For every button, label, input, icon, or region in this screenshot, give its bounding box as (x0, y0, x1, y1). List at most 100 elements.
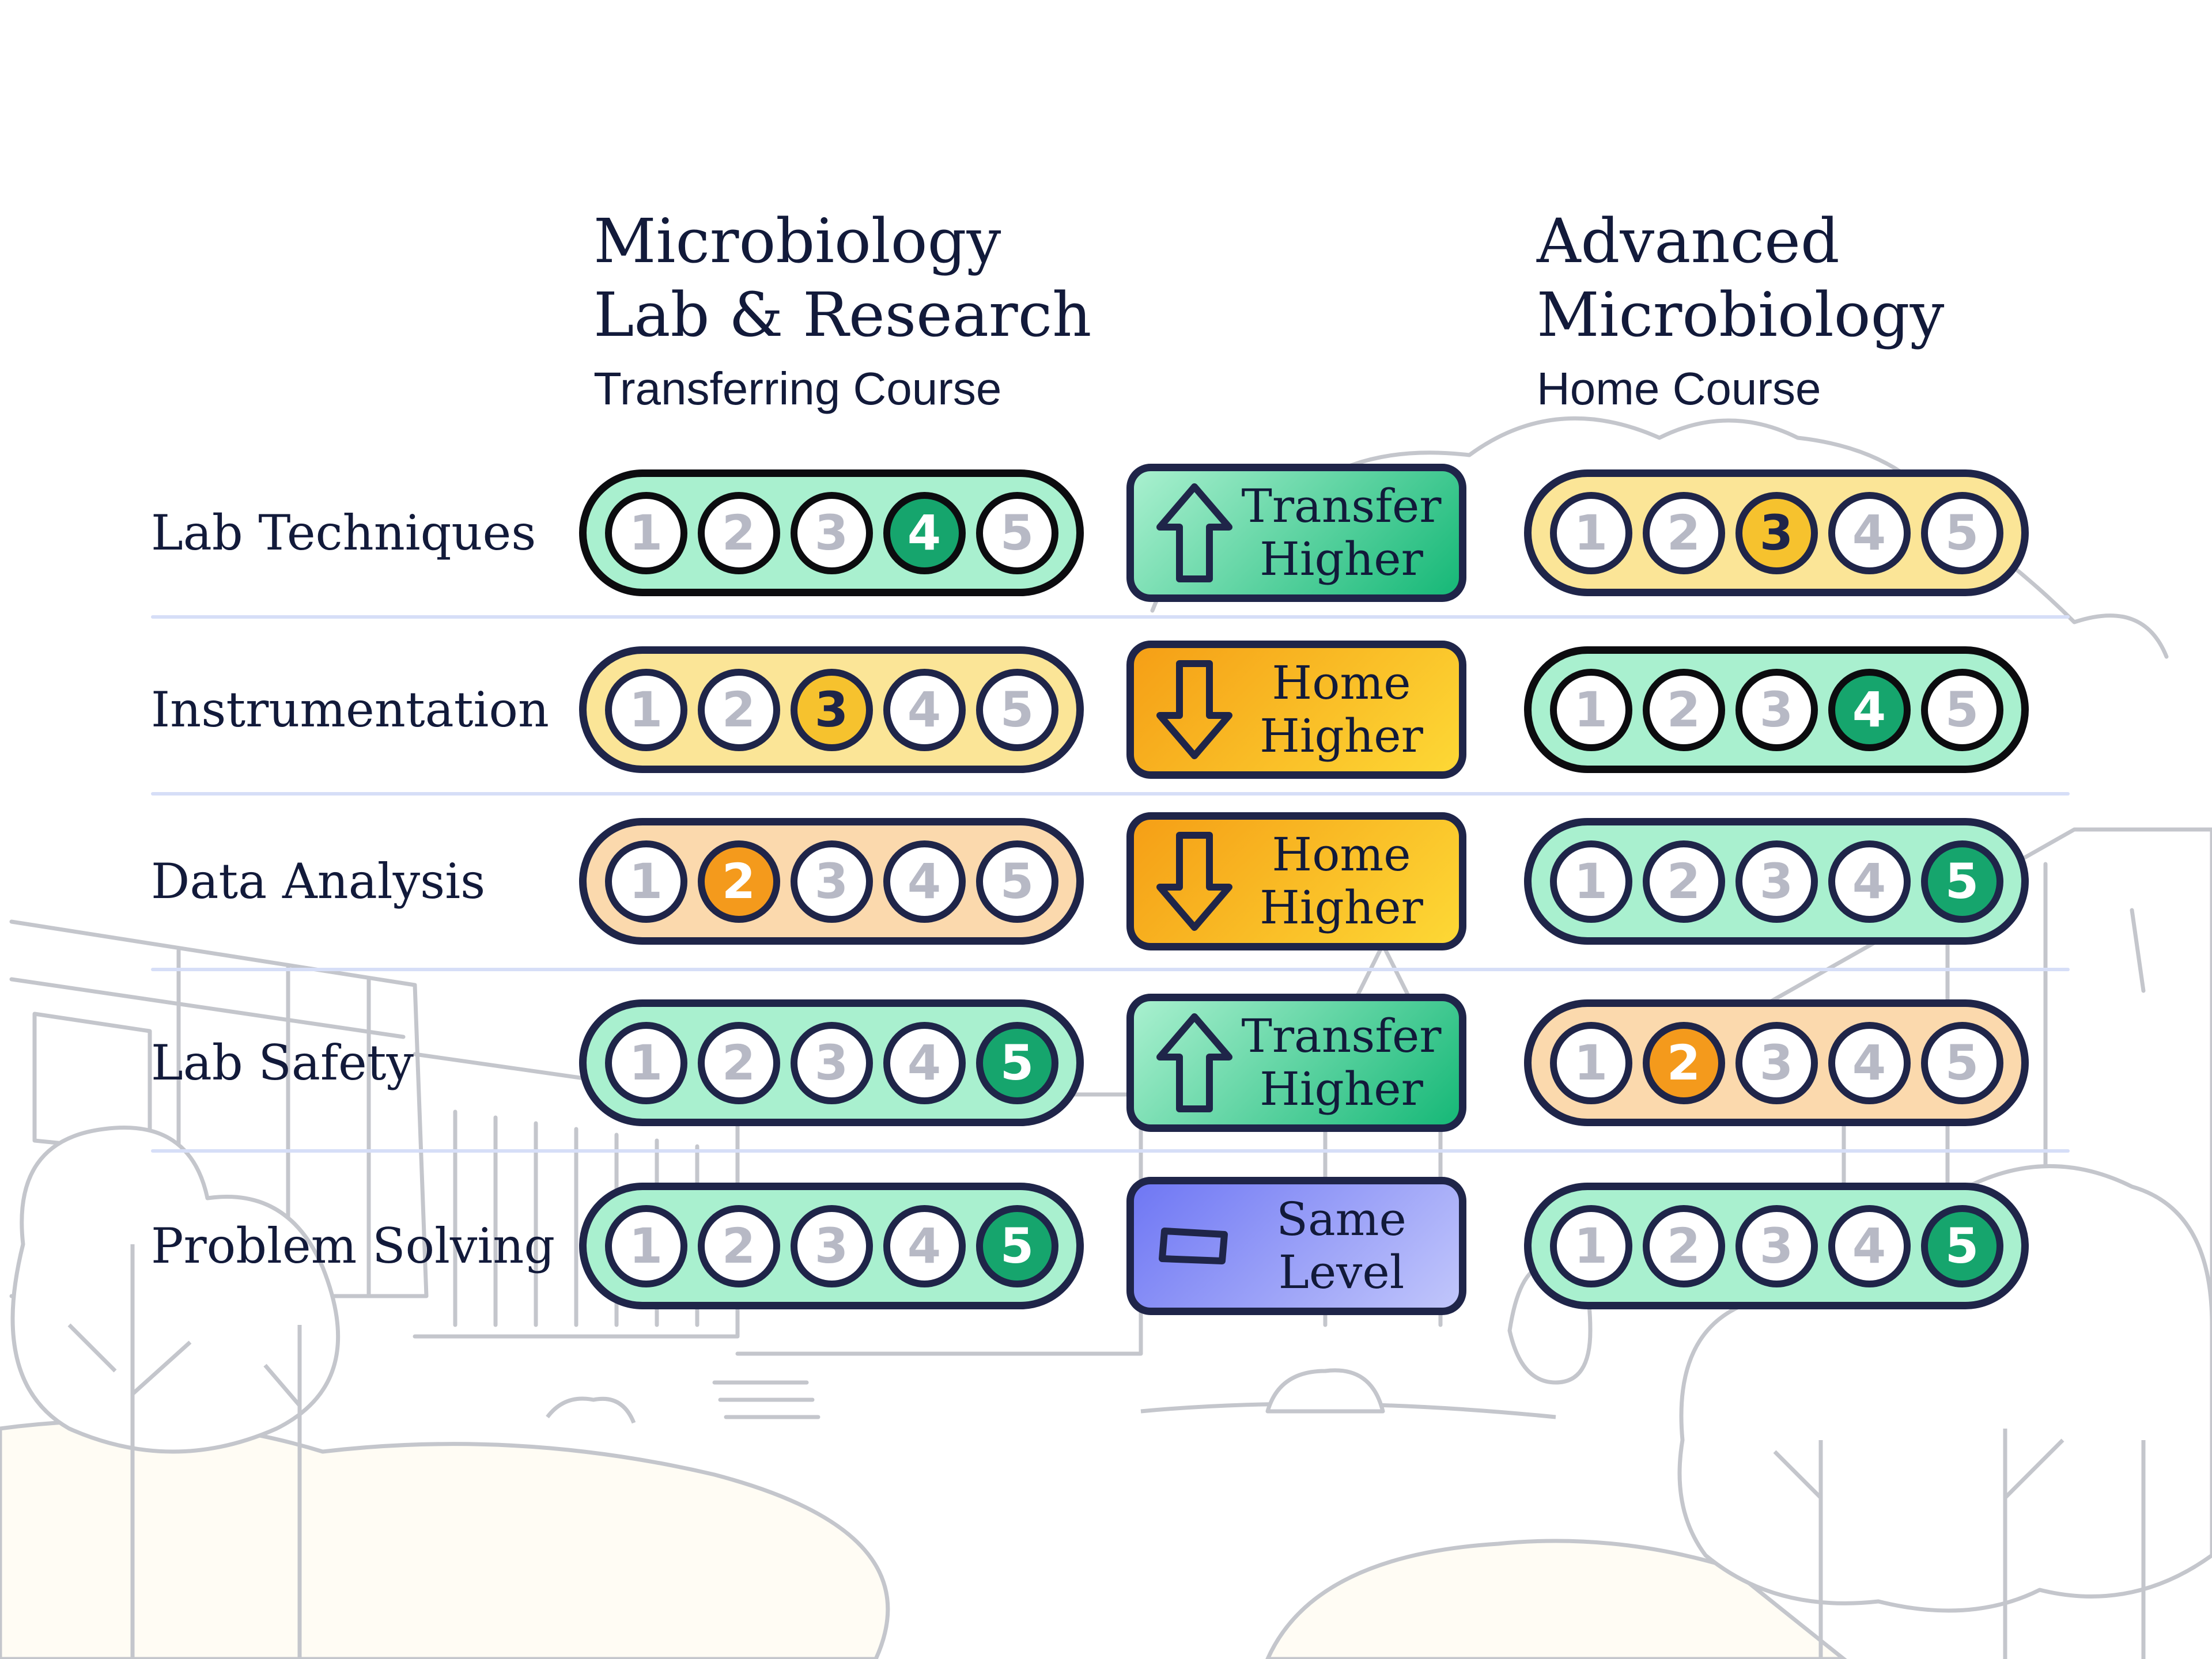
comparison-label-line1: Same (1276, 1192, 1406, 1246)
arrow-down-icon (1156, 832, 1232, 931)
comparison-label-line1: Transfer (1241, 479, 1442, 533)
home-level-dot-5: 5 (1920, 1021, 2003, 1104)
transfer-level-dot-5: 5 (975, 840, 1058, 923)
comparison-label-line2: Higher (1260, 881, 1423, 934)
transferring-course-header: Microbiology Lab & Research Transferring… (593, 204, 1112, 418)
home-level-dot-3: 3 (1735, 1021, 1818, 1104)
home-level-dot-2: 2 (1642, 1021, 1725, 1104)
shrub-center (1265, 1368, 1385, 1414)
home-level-dot-1: 1 (1549, 668, 1632, 751)
home-level-dot-4: 4 (1828, 491, 1911, 574)
row-divider (151, 792, 2070, 796)
transfer-level-dot-5: 5 (975, 1021, 1058, 1104)
transfer-level-dot-1: 1 (604, 668, 687, 751)
home-level-dot-1: 1 (1549, 1021, 1632, 1104)
home-level-dot-1: 1 (1549, 1205, 1632, 1287)
home-level-dot-4: 4 (1828, 1205, 1911, 1287)
row-divider (151, 615, 2070, 619)
transfer-level-dot-1: 1 (604, 840, 687, 923)
home-level-dot-5: 5 (1920, 1205, 2003, 1287)
walkway-right (1265, 1539, 1847, 1659)
tree-left (10, 1126, 341, 1454)
transfer-level-dot-3: 3 (790, 491, 873, 574)
comparison-label-line1: Home (1272, 656, 1411, 710)
home-level-dot-5: 5 (1920, 840, 2003, 923)
comparison-icon-wrap (1151, 827, 1238, 936)
transfer-level-dot-5: 5 (975, 668, 1058, 751)
skill-label: Lab Techniques (151, 505, 536, 561)
home-level-dot-3: 3 (1735, 668, 1818, 751)
transferring-course-title-line2: Lab & Research (593, 279, 1092, 350)
transfer-level-dot-3: 3 (790, 668, 873, 751)
row-divider (151, 968, 2070, 971)
transfer-level-dot-1: 1 (604, 491, 687, 574)
home-level-dot-2: 2 (1642, 840, 1725, 923)
comparison-icon-wrap (1151, 1008, 1238, 1118)
home-level-dot-2: 2 (1642, 491, 1725, 574)
home-level-dot-3: 3 (1735, 491, 1818, 574)
skill-label: Lab Safety (151, 1035, 414, 1091)
skill-label: Problem Solving (151, 1218, 555, 1274)
arrow-down-icon (1156, 660, 1232, 759)
transfer-level-dot-2: 2 (697, 668, 780, 751)
home-level-dot-2: 2 (1642, 1205, 1725, 1287)
home-level-dot-1: 1 (1549, 840, 1632, 923)
home-course-title-line2: Microbiology (1537, 279, 1945, 350)
transfer-level-dot-3: 3 (790, 840, 873, 923)
home-level-dot-1: 1 (1549, 491, 1632, 574)
home-course-subtitle: Home Course (1537, 363, 1821, 414)
transfer-level-dot-4: 4 (883, 840, 966, 923)
arrow-up-icon (1156, 483, 1232, 582)
transfer-level-dot-4: 4 (883, 1021, 966, 1104)
transfer-level-dot-2: 2 (697, 491, 780, 574)
transfer-level-dot-1: 1 (604, 1205, 687, 1287)
transfer-level-dot-5: 5 (975, 1205, 1058, 1287)
transfer-level-dot-4: 4 (883, 1205, 966, 1287)
comparison-label-line1: Home (1272, 828, 1411, 881)
comparison-label-line2: Higher (1260, 709, 1423, 763)
home-level-dot-5: 5 (1920, 491, 2003, 574)
comparison-icon-wrap (1151, 1191, 1238, 1301)
transfer-level-dot-2: 2 (697, 1205, 780, 1287)
transfer-level-dot-4: 4 (883, 668, 966, 751)
comparison-label-line2: Higher (1260, 532, 1423, 586)
transfer-level-dot-4: 4 (883, 491, 966, 574)
skill-label: Instrumentation (151, 681, 549, 738)
comparison-label-line2: Level (1278, 1245, 1405, 1299)
transfer-level-dot-2: 2 (697, 840, 780, 923)
transferring-course-title-line1: Microbiology (593, 206, 1001, 276)
skill-label: Data Analysis (151, 853, 486, 910)
home-level-dot-5: 5 (1920, 668, 2003, 751)
comparison-icon-wrap (1151, 655, 1238, 764)
home-level-dot-4: 4 (1828, 840, 1911, 923)
comparison-label-line1: Transfer (1241, 1009, 1442, 1063)
home-level-dot-3: 3 (1735, 1205, 1818, 1287)
comparison-icon-wrap (1151, 478, 1238, 588)
transfer-level-dot-1: 1 (604, 1021, 687, 1104)
